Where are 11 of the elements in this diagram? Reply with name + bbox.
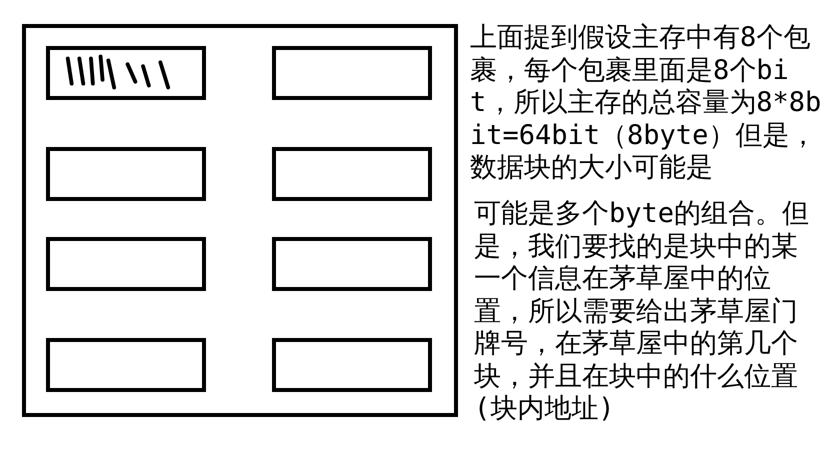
block-box	[46, 237, 206, 291]
frame-box	[22, 24, 458, 417]
block-box	[272, 46, 432, 100]
block-box	[272, 147, 432, 201]
block-box	[272, 237, 432, 291]
explanation-paragraph: 上面提到假设主存中有8个包裹，每个包裹里面是8个bit，所以主存的总容量为8*8bit=64bit（8byte）但是，数据块的大小可能是	[470, 22, 822, 184]
block-box	[46, 147, 206, 201]
block-box	[46, 338, 206, 392]
block-box	[46, 46, 206, 100]
block-box	[272, 338, 432, 392]
explanation-paragraph: 可能是多个byte的组合。但是，我们要找的是块中的某一个信息在茅草屋中的位置，所以需要给出茅草屋门牌号，在茅草屋中的第几个块，并且在块中的什么位置(块内地址)	[474, 198, 810, 426]
